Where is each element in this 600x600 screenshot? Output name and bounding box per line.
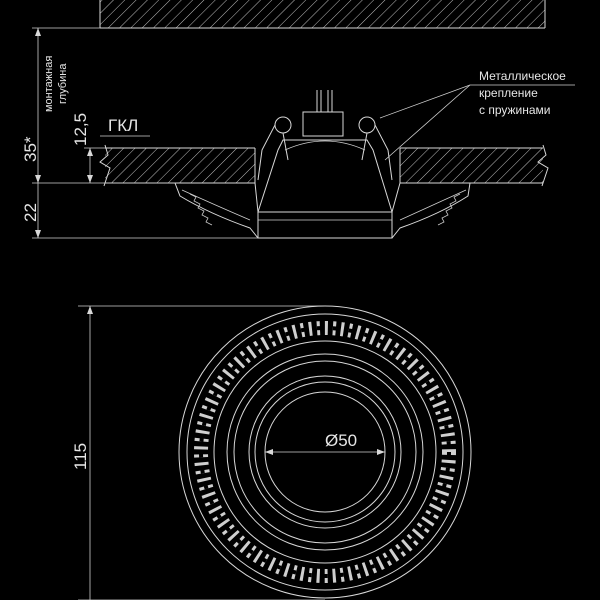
hole-diameter-value: Ø50 (325, 431, 357, 450)
lamp-section (174, 90, 471, 239)
side-dimensions (32, 27, 258, 239)
gkl-label: ГКЛ (108, 116, 138, 135)
mount-depth-value: 35* (21, 136, 40, 162)
clip-note-line-3: с пружинами (479, 103, 551, 117)
mount-depth-note-2: глубина (57, 63, 69, 104)
board-thickness-value: 12,5 (71, 113, 90, 146)
outer-diameter-value: 115 (71, 443, 90, 470)
clip-note-line-1: Металлическое (479, 69, 566, 83)
plan-view (78, 305, 472, 600)
bottom-height-value: 22 (21, 203, 40, 222)
ceiling-slab (100, 0, 545, 28)
mount-depth-note-1: монтажная (43, 56, 55, 112)
drywall-board (99, 144, 549, 187)
clip-note-line-2: крепление (479, 86, 538, 100)
